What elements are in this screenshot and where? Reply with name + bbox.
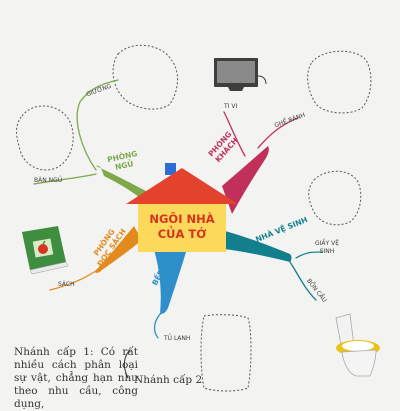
note-level-1: Nhánh cấp 1: Có rất nhiều cách phân loại… bbox=[14, 346, 138, 410]
center-topic: NGÔI NHÀ CỦA TỚ bbox=[140, 212, 224, 242]
placeholder-giay-ve-sinh bbox=[308, 170, 362, 226]
house-body bbox=[138, 204, 226, 252]
center-line-2: CỦA TỚ bbox=[157, 227, 207, 241]
placeholder-tu-lanh bbox=[200, 314, 252, 392]
branch-phong-ngu bbox=[96, 165, 150, 206]
label-giay-ve-sinh: GIẤY VỆ SINH bbox=[315, 240, 339, 255]
book-icon bbox=[22, 226, 69, 275]
tv-icon bbox=[214, 58, 267, 91]
branch-nha-ve-sinh bbox=[214, 228, 292, 262]
label-tu-lanh: TỦ LẠNH bbox=[164, 335, 191, 342]
note-level-2: Nhánh cấp 2 bbox=[134, 374, 203, 386]
mind-map-art bbox=[16, 44, 380, 392]
label-ti-vi: TI VI bbox=[224, 103, 238, 110]
placeholder-giuong bbox=[112, 44, 178, 110]
label-sach: SÁCH bbox=[58, 281, 75, 288]
placeholder-ghe-banh bbox=[307, 50, 372, 114]
house-icon bbox=[126, 163, 238, 252]
roof bbox=[126, 168, 238, 204]
branch-bep bbox=[154, 250, 186, 314]
branch-phong-khach bbox=[222, 146, 269, 214]
placeholder-ban-ngu bbox=[16, 105, 74, 171]
chimney bbox=[165, 163, 176, 175]
placeholder-boxes bbox=[16, 44, 372, 392]
branch-phong-doc-sach bbox=[94, 226, 142, 273]
label-ban-ngu: BÀN NGỦ bbox=[34, 177, 63, 184]
center-line-1: NGÔI NHÀ bbox=[149, 212, 215, 226]
toilet-icon bbox=[335, 313, 380, 377]
